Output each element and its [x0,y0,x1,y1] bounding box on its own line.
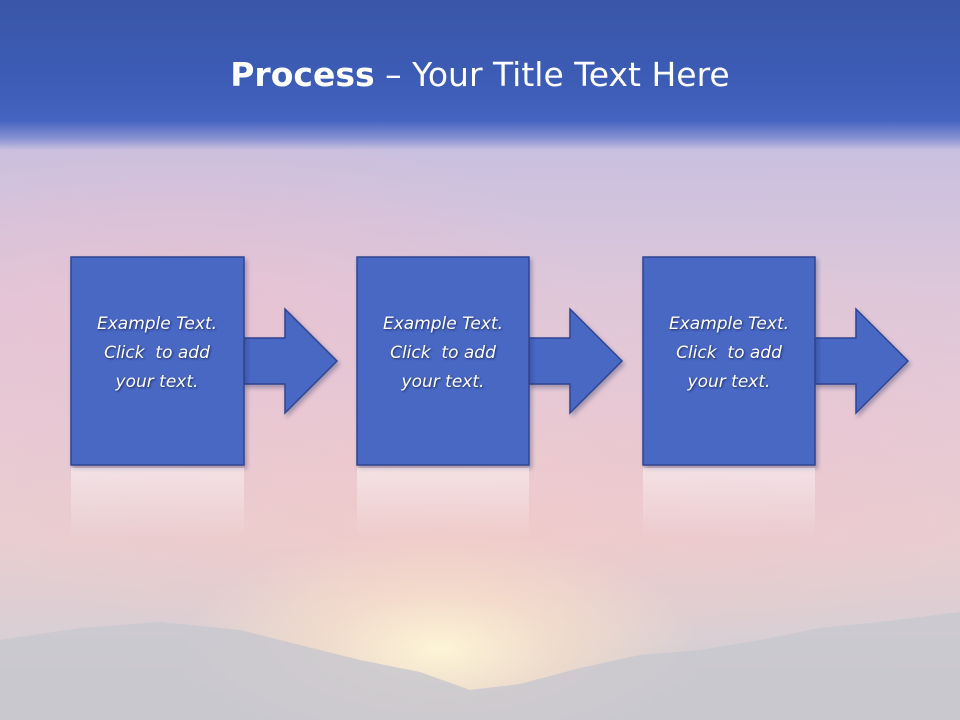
title-bold: Process [230,55,375,94]
step-3-box[interactable] [642,256,816,466]
step-1-line1: Example Text. [96,314,218,334]
step-3-line1: Example Text. [668,314,790,334]
step-3-line2: Click to add [676,343,782,363]
step-3-reflection [643,468,815,538]
step-1-box[interactable] [70,256,245,466]
step-1[interactable] [70,256,339,538]
step-1-reflection [71,468,244,538]
step-1-line3: your text. [115,372,199,392]
step-3-arrow [814,307,910,415]
slide-title[interactable]: Process – Your Title Text Here [0,50,960,100]
step-1-arrow [243,307,339,415]
step-3-line3: your text. [687,372,771,392]
step-3-text[interactable]: Example Text. Click to add your text. [643,310,815,397]
step-2[interactable] [356,256,624,538]
step-2-text[interactable]: Example Text. Click to add your text. [357,310,529,397]
step-1-text[interactable]: Example Text. Click to add your text. [71,310,243,397]
header-band [0,0,960,150]
title-rest: – Your Title Text Here [374,55,730,94]
step-2-box[interactable] [356,256,530,466]
step-2-arrow [528,307,624,415]
step-2-line2: Click to add [390,343,496,363]
step-1-line2: Click to add [104,343,210,363]
step-3[interactable] [642,256,910,538]
step-2-line3: your text. [401,372,485,392]
step-2-reflection [357,468,529,538]
step-2-line1: Example Text. [382,314,504,334]
